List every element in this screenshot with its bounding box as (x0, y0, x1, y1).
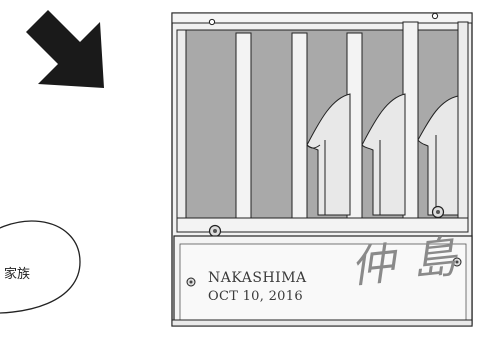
wave-fins (306, 93, 459, 216)
kanji-name: 仲 島 (348, 231, 461, 294)
slat (235, 32, 252, 220)
slat (291, 32, 308, 220)
mount-hole (431, 12, 439, 20)
nameplate (171, 235, 473, 327)
slats (235, 21, 419, 220)
plate-date: OCT 10, 2016 (208, 289, 303, 304)
mount-hole (208, 18, 216, 26)
family-name: NAKASHIMA (208, 270, 307, 286)
down-right-arrow-icon (26, 10, 104, 88)
wave-fin (417, 95, 459, 216)
bubble-text: 家族 (4, 267, 31, 282)
lower-rail (176, 205, 469, 238)
wave-fin (361, 93, 406, 216)
speech-bubble (0, 220, 81, 314)
